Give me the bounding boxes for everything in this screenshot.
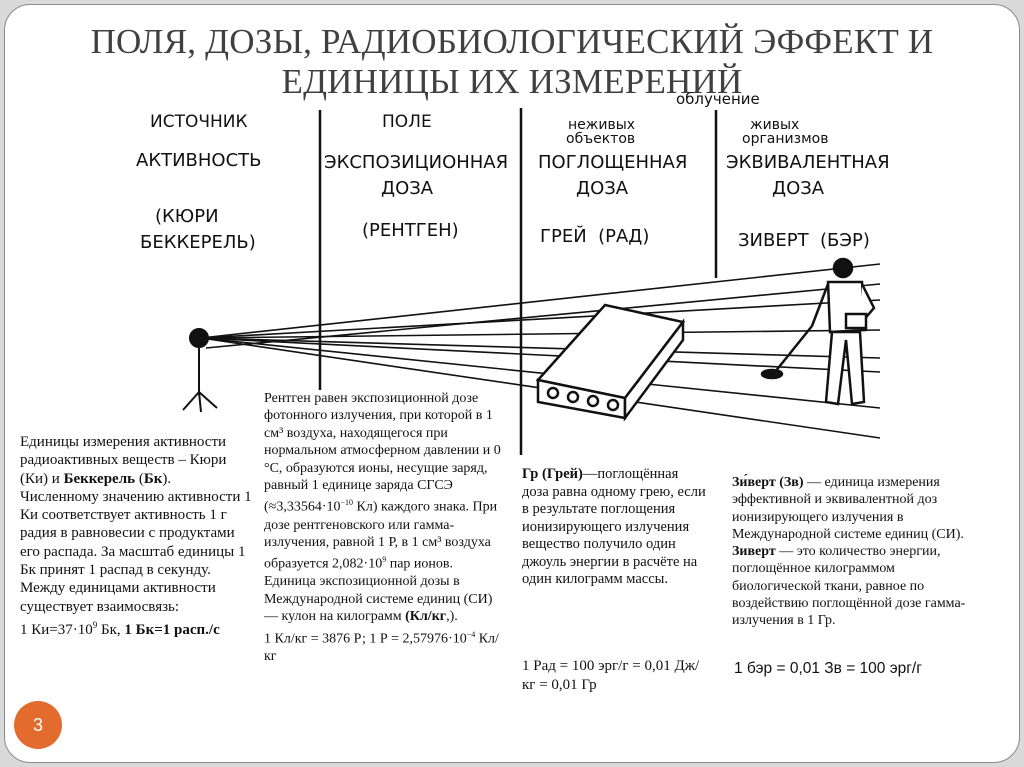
living-quantity: ЭКВИВАЛЕНТНАЯ <box>726 152 890 173</box>
roentgen-description: Рентген равен экспозиционной дозе фотонн… <box>264 391 501 664</box>
irradiation-label: облучение <box>676 90 760 108</box>
living-quantity-dose: ДОЗА <box>772 178 825 199</box>
page-number-badge: 3 <box>14 701 62 749</box>
source-unit-becquerel: БЕККЕРЕЛЬ) <box>140 232 256 253</box>
source-quantity: АКТИВНОСТЬ <box>136 150 262 171</box>
nonliving-quantity: ПОГЛОЩЕННАЯ <box>538 152 688 173</box>
nonliving-header: неживых <box>568 117 636 133</box>
person-icon <box>760 257 876 406</box>
radiation-beam <box>200 263 881 439</box>
rem-conversion: 1 бэр = 0,01 Зв = 100 эрг/г <box>734 660 922 677</box>
activity-description: Единицы измерения активности радиоактивн… <box>20 434 252 638</box>
source-header: ИСТОЧНИК <box>150 112 248 132</box>
field-quantity: ЭКСПОЗИЦИОННАЯ <box>324 152 509 173</box>
nonliving-object-icon <box>535 303 686 422</box>
radiation-source-icon <box>182 328 218 413</box>
sievert-description: Зи́верт (Зв) — единица измерения эффекти… <box>732 475 966 629</box>
field-header: ПОЛЕ <box>382 112 432 132</box>
field-unit: (РЕНТГЕН) <box>362 220 459 241</box>
living-unit: ЗИВЕРТ (БЭР) <box>738 230 870 251</box>
slide-title: ПОЛЯ, ДОЗЫ, РАДИОБИОЛОГИЧЕСКИЙ ЭФФЕКТ И … <box>90 22 934 101</box>
gray-description: Гр (Грей)—поглощённая доза равна одному … <box>522 466 706 587</box>
field-quantity-dose: ДОЗА <box>381 178 434 199</box>
nonliving-unit: ГРЕЙ (РАД) <box>540 226 650 247</box>
living-header-2: организмов <box>742 131 829 147</box>
nonliving-header-2: объектов <box>566 131 636 147</box>
source-unit-curie: (КЮРИ <box>155 206 219 227</box>
nonliving-quantity-dose: ДОЗА <box>576 178 629 199</box>
living-header: живых <box>750 117 800 133</box>
rad-conversion: 1 Рад = 100 эрг/г = 0,01 Дж/кг = 0,01 Гр <box>522 658 700 693</box>
